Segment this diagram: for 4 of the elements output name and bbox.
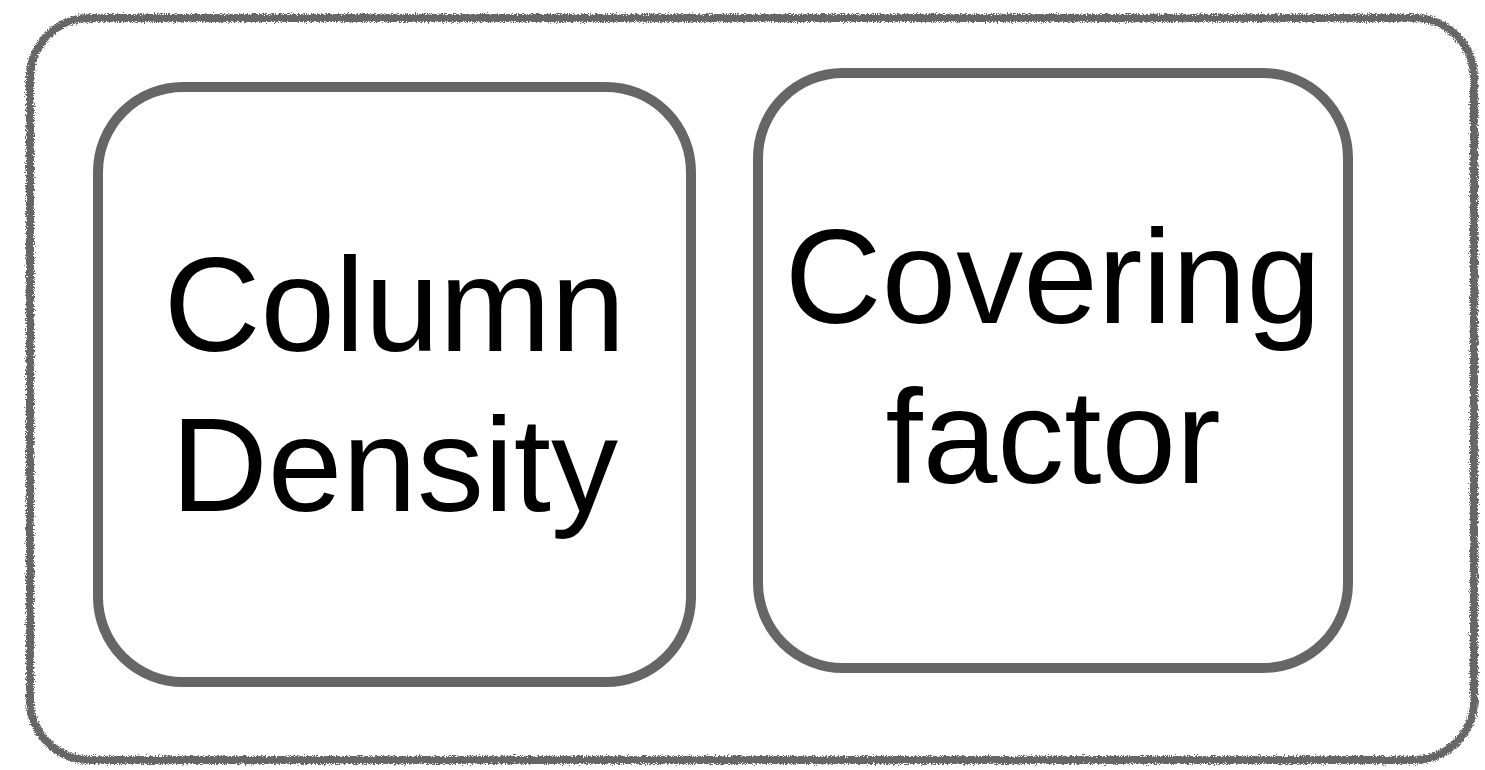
rounded-box xyxy=(753,68,1353,673)
rounded-box xyxy=(93,82,696,687)
box-label: Column Density xyxy=(162,228,627,541)
box-label: Covering factor xyxy=(783,200,1323,513)
